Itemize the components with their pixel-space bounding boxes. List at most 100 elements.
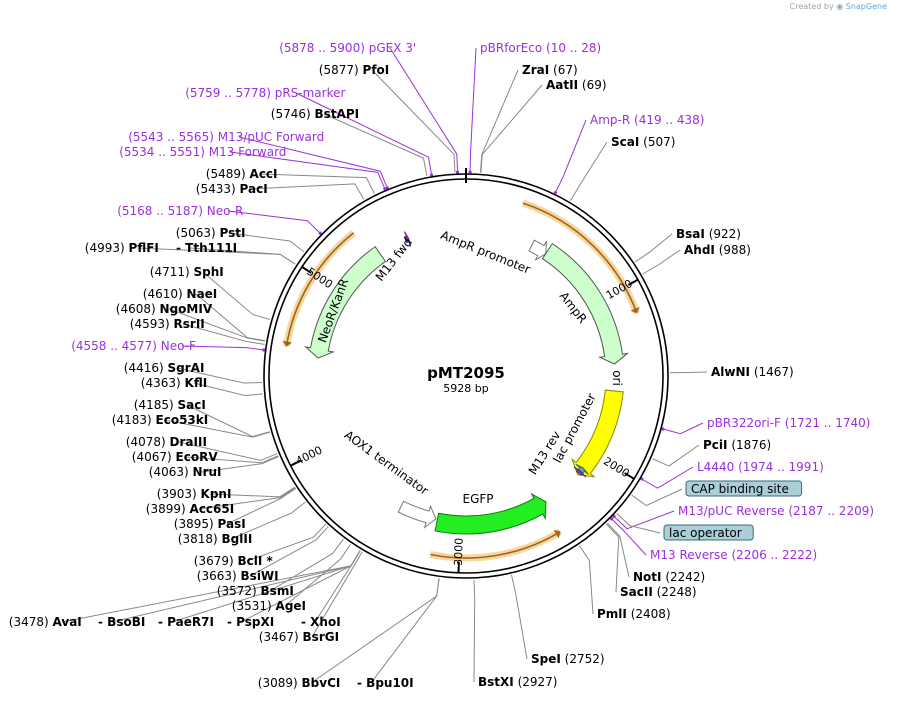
- site-label-scai[interactable]: ScaI (507): [611, 135, 675, 149]
- label-box: [663, 524, 754, 541]
- label-name: PfoI: [363, 63, 390, 77]
- site-label-paer7i[interactable]: - PaeR7I: [158, 615, 214, 629]
- outer-arc-line: [430, 530, 561, 559]
- site-label-bstxi[interactable]: BstXI (2927): [478, 675, 557, 689]
- leader-m13-forward: [229, 151, 386, 190]
- site-label-sgrai[interactable]: (4416) SgrAI: [124, 361, 205, 375]
- site-label-m13puc-fwd[interactable]: (5543 .. 5565) M13/pUC Forward: [128, 130, 324, 144]
- primer-mark: [609, 516, 614, 521]
- leader-kfli: [193, 382, 263, 397]
- label-name: PciI: [703, 438, 728, 452]
- site-label-sphi[interactable]: (4711) SphI: [150, 265, 224, 279]
- outer-arc-arrow: [282, 340, 293, 347]
- label-text: (5543 .. 5565) M13/pUC Forward: [128, 130, 324, 144]
- site-label-avai[interactable]: (3478) AvaI: [9, 615, 82, 629]
- site-label-pflfi[interactable]: (4993) PflFI: [85, 241, 159, 255]
- feature-ampr-arrow[interactable]: [541, 242, 630, 365]
- site-label-pasi[interactable]: (3895) PasI: [174, 517, 246, 531]
- site-label-cap[interactable]: CAP binding site: [685, 480, 803, 497]
- site-label-zrai[interactable]: ZraI (67): [522, 63, 578, 77]
- site-label-pcii[interactable]: PciI (1876): [703, 438, 771, 452]
- site-label-rsrii[interactable]: (4593) RsrII: [130, 317, 205, 331]
- site-label-bbvci[interactable]: (3089) BbvCI: [258, 676, 341, 690]
- site-label-lacop[interactable]: lac operator: [663, 524, 754, 541]
- leader-bstapi: [323, 113, 428, 176]
- site-label-l4440[interactable]: L4440 (1974 .. 1991): [697, 460, 824, 474]
- site-label-bcli[interactable]: (3679) BclI *: [194, 554, 274, 568]
- site-label-m13-forward[interactable]: (5534 .. 5551) M13 Forward: [119, 145, 286, 159]
- label-range: (1876): [731, 438, 771, 452]
- site-label-bsobi[interactable]: - BsoBI: [98, 615, 145, 629]
- feature-egfp-arrow[interactable]: [434, 492, 547, 535]
- site-label-kfli[interactable]: (4363) KflI: [141, 376, 207, 390]
- site-label-pmli[interactable]: PmlI (2408): [597, 607, 671, 621]
- label-text: (4363) KflI: [141, 376, 207, 390]
- site-label-draiii[interactable]: (4078) DraIII: [126, 435, 207, 449]
- label-name: NruI: [193, 465, 222, 479]
- site-label-saci[interactable]: (4185) SacI: [134, 398, 206, 412]
- label-name: pGEX 3': [369, 41, 416, 55]
- feature-neor-arrow[interactable]: [303, 246, 387, 359]
- feature-m13-fwd-arrow[interactable]: [403, 231, 412, 247]
- site-label-pbrforeco[interactable]: pBRforEco (10 .. 28): [480, 41, 601, 55]
- feature-ampr-promoter-arrow[interactable]: [528, 239, 548, 261]
- site-label-spei[interactable]: SpeI (2752): [531, 652, 605, 666]
- site-label-neo-r[interactable]: (5168 .. 5187) Neo-R: [117, 204, 243, 218]
- label-name: ScaI: [611, 135, 639, 149]
- site-label-bglii[interactable]: (3818) BglII: [178, 532, 253, 546]
- site-label-pspxi[interactable]: - PspXI: [227, 615, 274, 629]
- site-label-bstapi[interactable]: (5746) BstAPI: [271, 107, 359, 121]
- site-label-naei[interactable]: (4610) NaeI: [143, 287, 217, 301]
- site-label-noti[interactable]: NotI (2242): [633, 570, 705, 584]
- label-text: - Tth111I: [176, 241, 237, 255]
- site-label-nrui[interactable]: (4063) NruI: [149, 465, 222, 479]
- plasmid-length: 5928 bp: [443, 382, 488, 395]
- site-label-acc65i[interactable]: (3899) Acc65I: [146, 502, 234, 516]
- site-label-neo-f[interactable]: (4558 .. 4577) Neo-F: [71, 339, 196, 353]
- label-range: (4608): [116, 302, 156, 316]
- site-label-alwni[interactable]: AlwNI (1467): [711, 365, 794, 379]
- site-label-bsrgi[interactable]: (3467) BsrGI: [259, 630, 339, 644]
- site-label-xhoi[interactable]: - XhoI: [301, 615, 341, 629]
- site-label-ngomiv[interactable]: (4608) NgoMIV: [116, 302, 213, 316]
- site-label-prsmarker[interactable]: (5759 .. 5778) pRS-marker: [185, 86, 345, 100]
- site-label-ampr-primer[interactable]: Amp-R (419 .. 438): [590, 113, 704, 127]
- label-range: (419 .. 438): [634, 113, 704, 127]
- outer-arc-halo: [521, 199, 641, 315]
- site-label-psti[interactable]: (5063) PstI: [176, 226, 246, 240]
- site-label-sacii[interactable]: SacII (2248): [620, 585, 697, 599]
- site-label-paci[interactable]: (5433) PacI: [196, 182, 268, 196]
- site-label-pgex3[interactable]: (5878 .. 5900) pGEX 3': [279, 41, 416, 55]
- label-range: (988): [719, 243, 751, 257]
- label-name: BbvCI: [302, 676, 341, 690]
- site-label-m13puc-rev[interactable]: M13/pUC Reverse (2187 .. 2209): [678, 504, 874, 518]
- site-label-m13-reverse[interactable]: M13 Reverse (2206 .. 2222): [650, 548, 817, 562]
- label-range: (2752): [565, 652, 605, 666]
- site-label-kpni[interactable]: (3903) KpnI: [157, 487, 232, 501]
- tick-label: 3000: [452, 538, 466, 566]
- site-label-ecorv[interactable]: (4067) EcoRV: [132, 450, 219, 464]
- label-name: SacI: [178, 398, 206, 412]
- site-label-bsmi[interactable]: (3572) BsmI: [217, 584, 294, 598]
- site-label-aatii[interactable]: AatII (69): [546, 78, 607, 92]
- leader-ahdi: [642, 249, 681, 275]
- site-label-pbr322ori[interactable]: pBR322ori-F (1721 .. 1740): [707, 416, 870, 430]
- site-label-bsiwi[interactable]: (3663) BsiWI: [197, 569, 279, 583]
- site-label-acci[interactable]: (5489) AccI: [206, 167, 278, 181]
- site-label-bpu10i[interactable]: - Bpu10I: [357, 676, 414, 690]
- label-range: (3572): [217, 584, 257, 598]
- feature-ampr-promoter-label: AmpR promoter: [439, 228, 533, 277]
- feature-m13-rev-arrow[interactable]: [573, 466, 587, 478]
- feature-aox1-arrow[interactable]: [397, 500, 437, 529]
- site-label-tth111i[interactable]: - Tth111I: [176, 241, 237, 255]
- label-text: M13 Reverse (2206 .. 2222): [650, 548, 817, 562]
- site-label-eco53ki[interactable]: (4183) Eco53kI: [112, 413, 208, 427]
- label-sep: -: [301, 615, 310, 629]
- site-label-ahdi[interactable]: AhdI (988): [684, 243, 751, 257]
- label-range: (4593): [130, 317, 170, 331]
- site-label-pfoi[interactable]: (5877) PfoI: [319, 63, 389, 77]
- leader-pgex3: [389, 47, 459, 173]
- site-label-agei[interactable]: (3531) AgeI: [232, 599, 306, 613]
- leader-acci: [258, 173, 375, 194]
- site-label-bsai[interactable]: BsaI (922): [676, 227, 741, 241]
